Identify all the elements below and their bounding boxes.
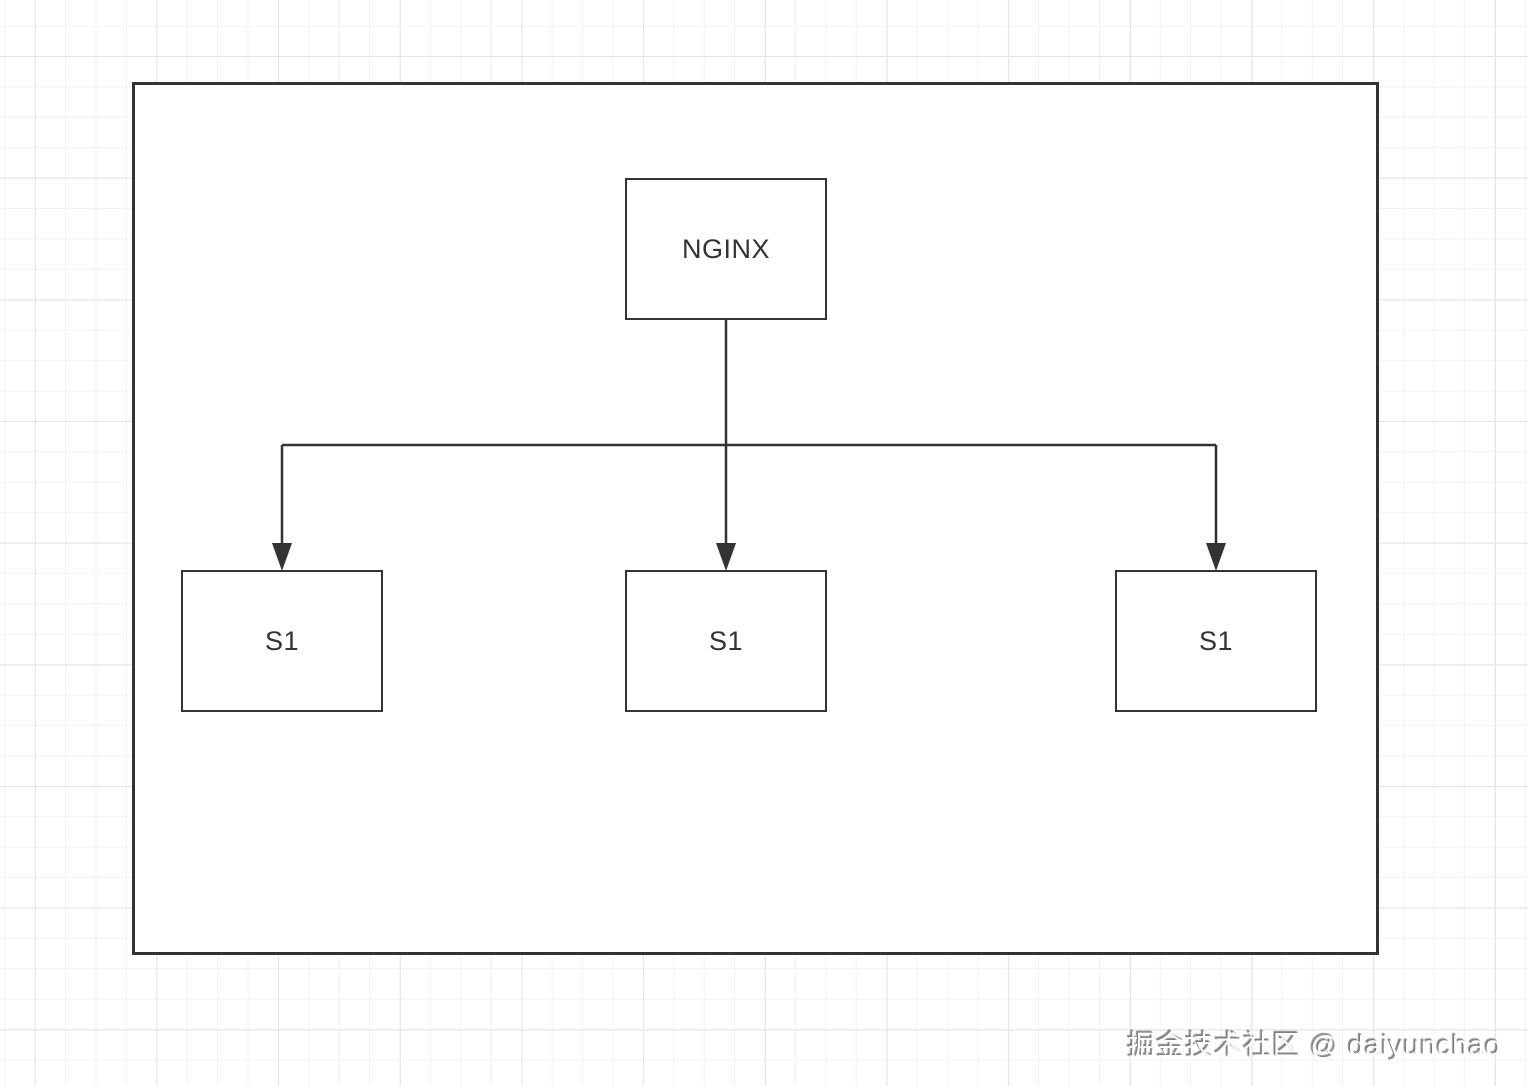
node-nginx-label: NGINX (681, 233, 770, 264)
node-nginx: NGINX (625, 178, 827, 320)
watermark-text: 掘金技术社区 @ daiyunchao (1127, 1030, 1502, 1061)
node-s1-middle: S1 (625, 570, 827, 712)
node-s1-right-label: S1 (1198, 625, 1234, 656)
node-s1-left-label: S1 (264, 625, 300, 656)
node-s1-left: S1 (181, 570, 383, 712)
node-s1-middle-label: S1 (708, 625, 744, 656)
node-s1-right: S1 (1115, 570, 1317, 712)
